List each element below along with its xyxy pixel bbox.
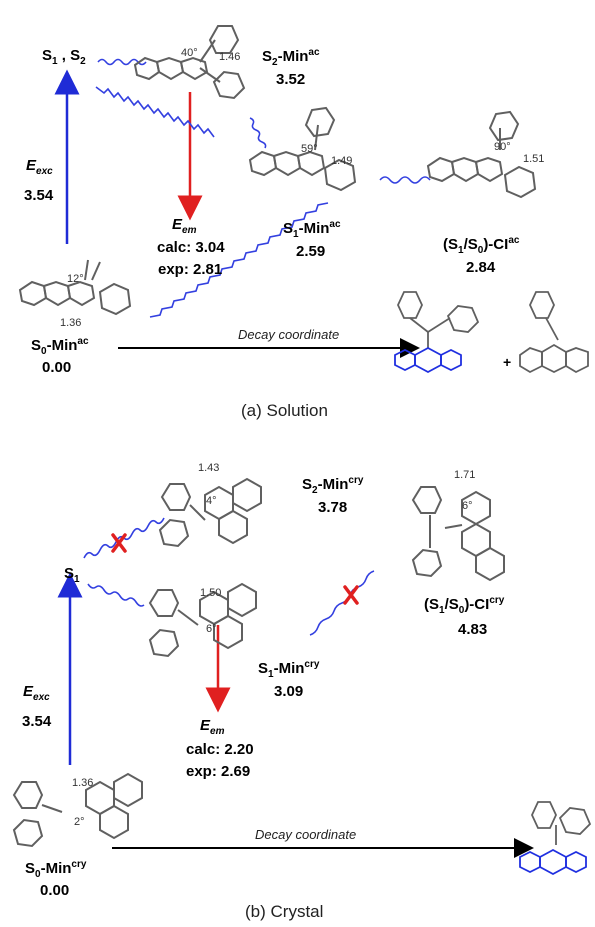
ci-cry-energy: 4.83 (458, 621, 488, 638)
s2-min-cry-energy: 3.78 (318, 499, 348, 516)
emission-label-a: Eem (172, 216, 197, 236)
bond-label: 1.36 (60, 317, 82, 329)
emission-label-b: Eem (200, 717, 225, 737)
state-label-s1-s2: S1 , S2 (42, 47, 86, 67)
molecule-s0min-cry (12, 772, 143, 848)
blocked-mark-ci-b (343, 585, 359, 605)
ci-ac-label: (S1/S0)-CIac (443, 235, 520, 256)
decay-coordinate-label-b: Decay coordinate (255, 827, 357, 842)
molecule-s2min-cry (158, 477, 262, 548)
excitation-energy-b: 3.54 (22, 713, 52, 730)
s2-min-ac-label: S2-Minac (262, 47, 320, 68)
molecule-product-1-a (397, 291, 480, 348)
emission-exp-a: exp: 2.81 (158, 261, 223, 278)
angle-label: 2° (74, 816, 85, 828)
angle-label: 90° (494, 141, 511, 153)
emission-exp-b: exp: 2.69 (186, 763, 251, 780)
excitation-energy-a: 3.54 (24, 187, 54, 204)
bond-label: 1.51 (523, 153, 545, 165)
ci-cry-label: (S1/S0)-CIcry (424, 595, 505, 616)
s0-min-cry-energy: 0.00 (40, 882, 70, 899)
bond-label: 1.36 (72, 777, 94, 789)
molecule-s1min-cry (148, 582, 257, 658)
angle-label: 12° (67, 273, 84, 285)
s2-min-cry-label: S2-Mincry (302, 475, 364, 496)
bond-label: 1.49 (331, 155, 353, 167)
bond-label: 1.43 (198, 462, 220, 474)
angle-label: 4° (206, 495, 217, 507)
molecule-ci-ac (426, 110, 537, 199)
angle-label: 40° (181, 47, 198, 59)
wavy-s2-to-s1min-a (95, 86, 215, 138)
wavy-s1-to-s1min-b (87, 583, 145, 607)
excitation-label-a: Eexc (26, 157, 53, 177)
plus-sign: + (503, 354, 512, 370)
molecule-s0min-ac (18, 259, 132, 316)
ci-ac-energy: 2.84 (466, 259, 496, 276)
state-label-s1-b: S1 (64, 565, 80, 585)
s0-min-cry-label: S0-Mincry (25, 859, 87, 880)
angle-label: 59° (301, 143, 318, 155)
s0-min-ac-energy: 0.00 (42, 359, 72, 376)
emission-calc-b: calc: 2.20 (186, 741, 254, 758)
s1-min-cry-label: S1-Mincry (258, 659, 320, 680)
molecule-product-b (531, 801, 592, 845)
bond-label: 1.46 (219, 51, 241, 63)
molecule-product-ring-b (519, 848, 587, 876)
molecule-s1min-ac (248, 106, 357, 192)
molecule-ci-cry (411, 486, 505, 582)
angle-label: 6° (462, 500, 473, 512)
caption-a: (a) Solution (241, 401, 328, 420)
s1-min-ac-label: S1-Minac (283, 219, 341, 240)
bond-label: 1.71 (454, 469, 476, 481)
wavy-s2min-to-s1min-a (249, 117, 267, 149)
emission-calc-a: calc: 3.04 (157, 239, 225, 256)
angle-label: 6° (206, 623, 217, 635)
molecule-s2min-ac (133, 25, 246, 100)
s0-min-ac-label: S0-Minac (31, 336, 89, 357)
bond-label: 1.50 (200, 587, 222, 599)
decay-coordinate-label-a: Decay coordinate (238, 327, 340, 342)
s2-min-ac-energy: 3.52 (276, 71, 306, 88)
molecule-product-1-ring-a (394, 346, 462, 374)
wavy-s1min-to-ci-a (379, 176, 431, 184)
wavy-s1min-to-ci-b (309, 570, 375, 636)
caption-b: (b) Crystal (245, 902, 324, 921)
excitation-label-b: Eexc (23, 683, 50, 703)
s1-min-cry-energy: 3.09 (274, 683, 304, 700)
molecule-product-2-a (519, 291, 589, 374)
wavy-s0-to-ci-a (149, 202, 329, 318)
s1-min-ac-energy: 2.59 (296, 243, 326, 260)
blocked-mark-s2min-b (111, 533, 127, 553)
